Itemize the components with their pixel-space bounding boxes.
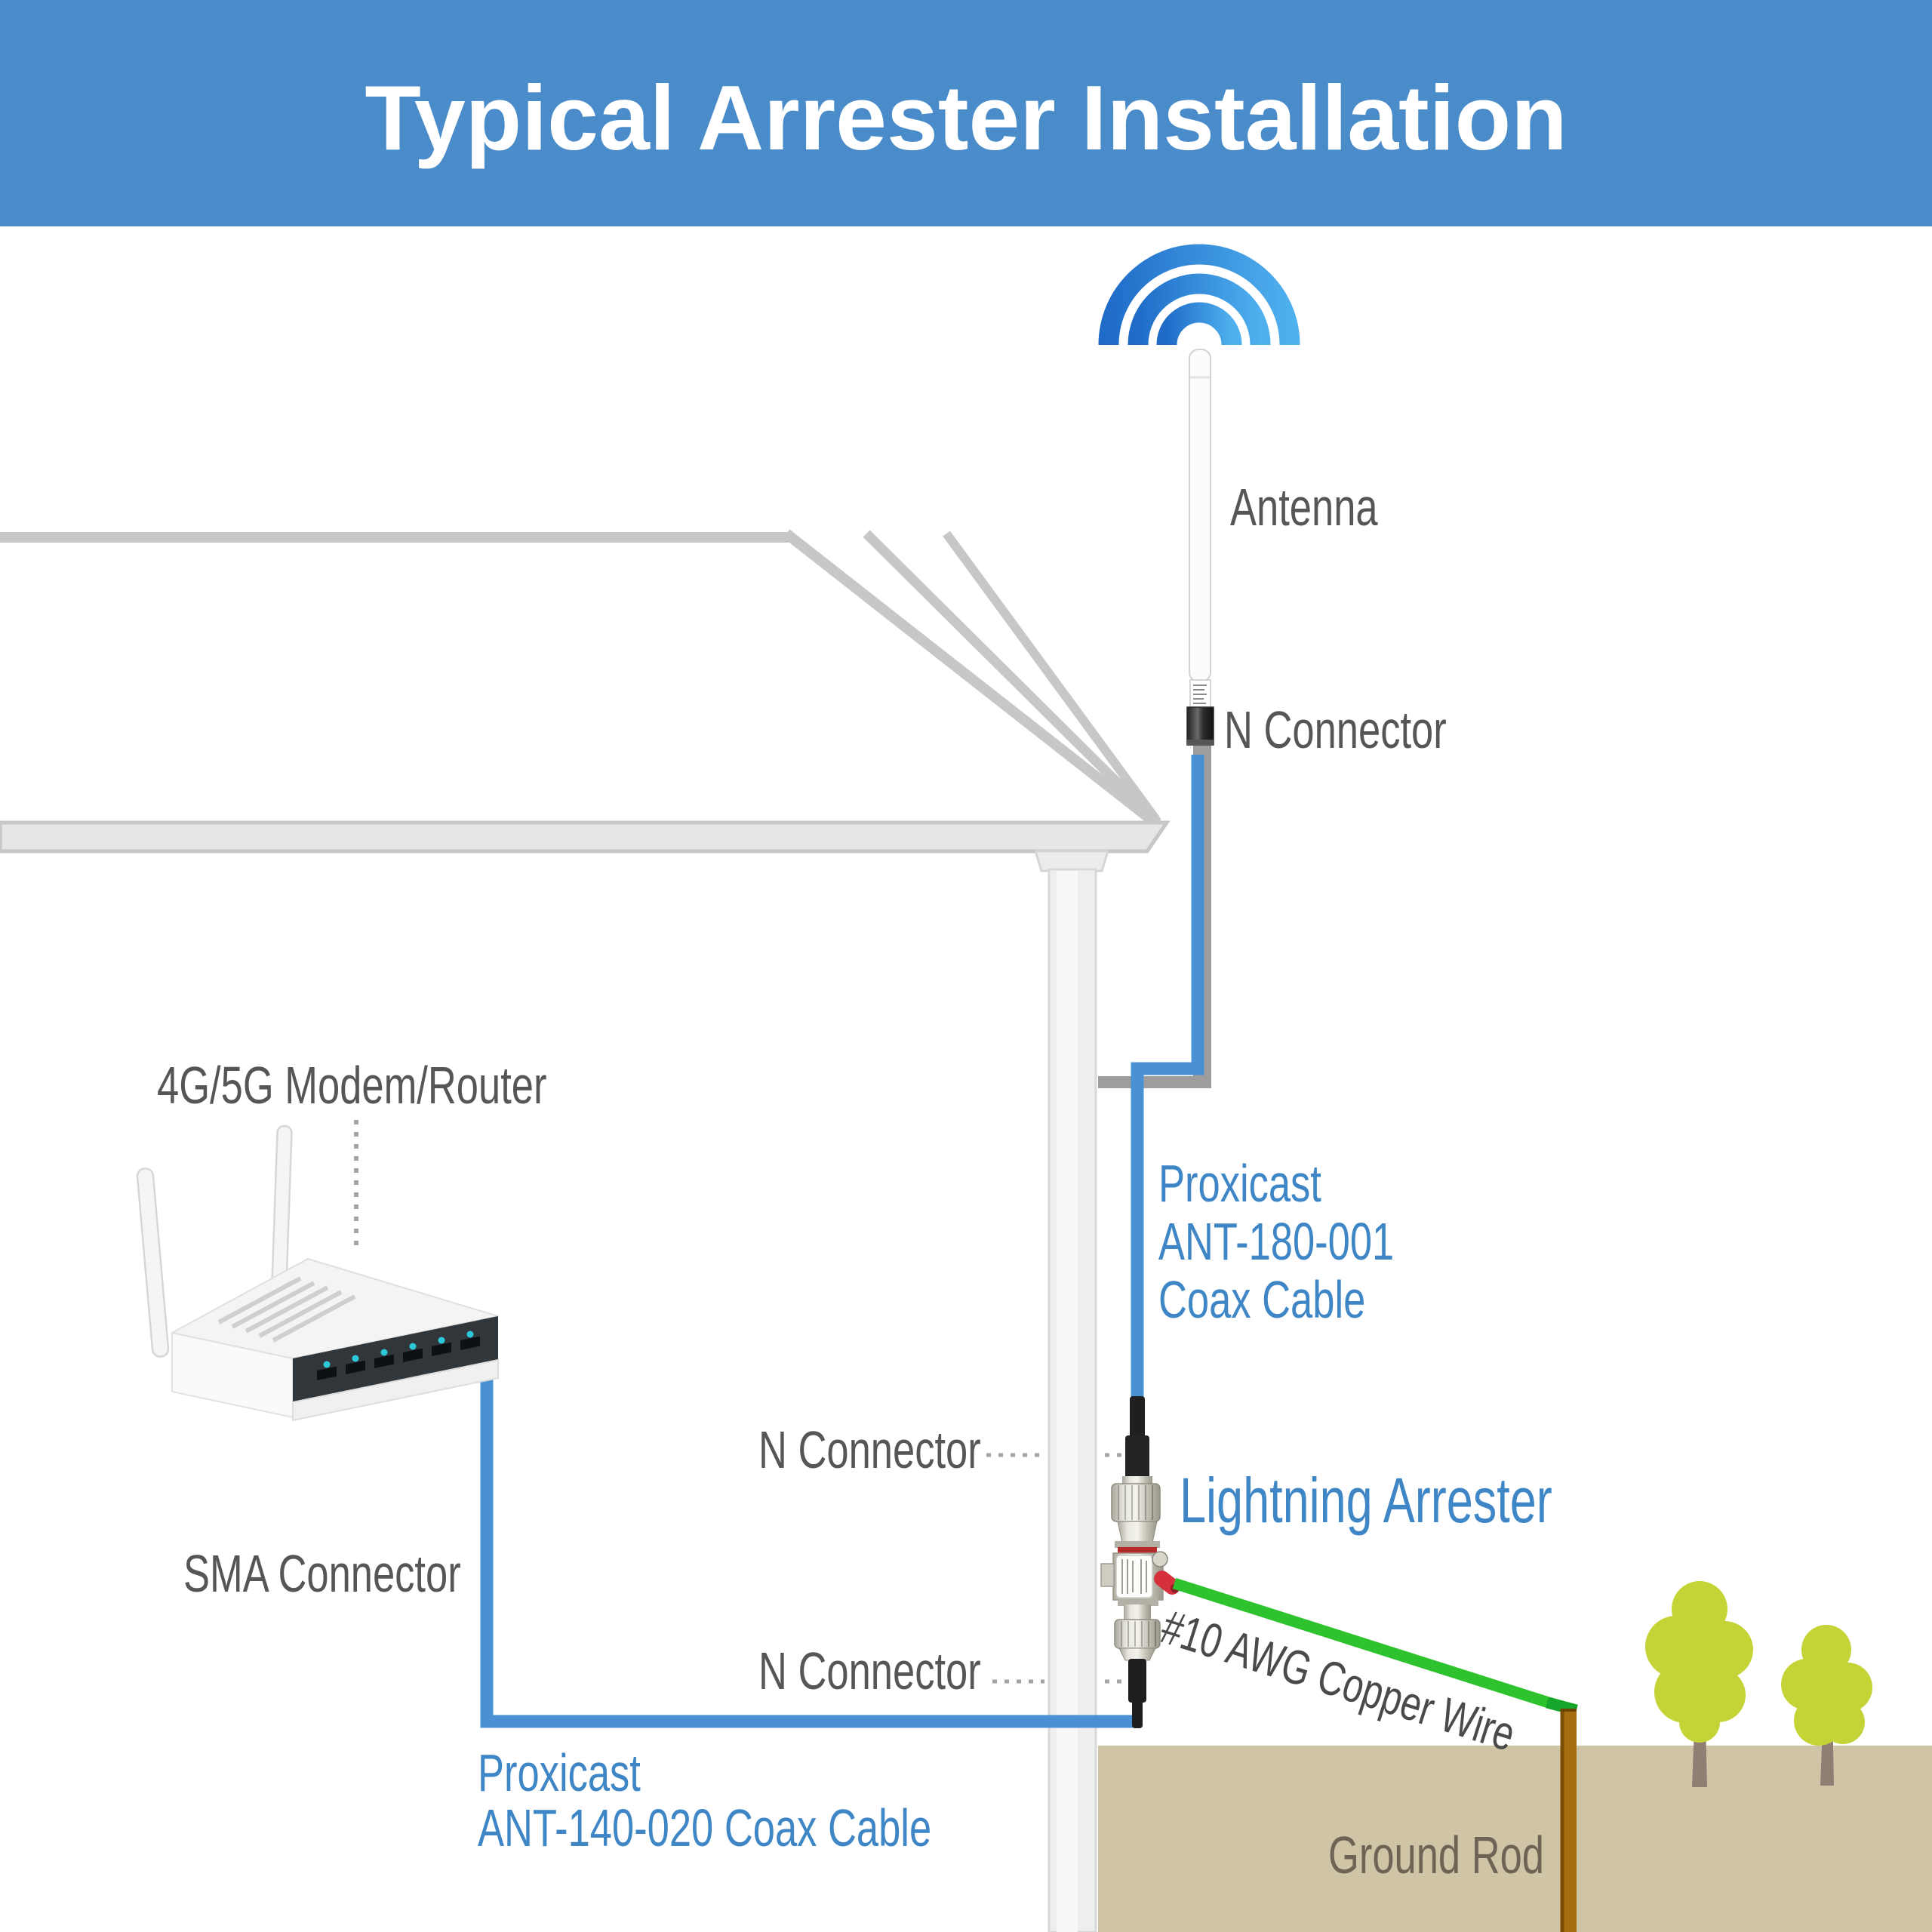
n-connector-antenna-label: N Connector <box>1224 700 1447 759</box>
router-vent-slats <box>217 1276 356 1343</box>
router-ports <box>317 1336 480 1381</box>
coax-cable-top-label: Proxicast ANT-180-001 Coax Cable <box>1158 1155 1394 1329</box>
arrester-ferrule-bottom <box>1124 1604 1151 1621</box>
tree-icon-small <box>1781 1625 1872 1786</box>
antenna-n-connector-ring <box>1187 740 1214 746</box>
coax-cable-bottom-label: Proxicast ANT-140-020 Coax Cable <box>478 1746 931 1856</box>
arrester-red-band <box>1118 1547 1157 1555</box>
arrester-ring-bottom <box>1118 1598 1158 1606</box>
arrester-ferrule-top <box>1122 1476 1152 1485</box>
house-outline <box>0 529 1164 832</box>
coax-cable-ant-180 <box>1131 755 1204 1401</box>
arrester-ground-hex-tab <box>1100 1563 1115 1587</box>
modem-label: 4G/5G Modem/Router <box>157 1056 547 1115</box>
arrester-bottom-boot-tip <box>1132 1698 1143 1728</box>
antenna-label: Antenna <box>1230 478 1378 537</box>
knurl-texture-top <box>1118 1485 1153 1520</box>
lightning-arrester-label: Lightning Arrester <box>1180 1465 1552 1536</box>
tree-icon <box>1645 1581 1753 1787</box>
antenna-n-connector <box>1186 706 1214 746</box>
wifi-icon <box>1098 244 1300 346</box>
antenna-spec-label-print <box>1193 685 1207 704</box>
roof-edge-line-2 <box>863 530 1161 826</box>
lightning-arrester-icon <box>1100 1396 1180 1728</box>
arrester-collar-bottom <box>1118 1647 1156 1661</box>
tree-foliage <box>1781 1625 1872 1746</box>
knurl-texture-bottom <box>1121 1621 1156 1647</box>
mast-wall-bracket <box>1098 1076 1211 1088</box>
coax-top-line1: Proxicast <box>1158 1154 1321 1213</box>
coax-top-line3: Coax Cable <box>1158 1270 1366 1329</box>
arrester-bottom-boot <box>1128 1659 1146 1703</box>
router-leds <box>323 1331 474 1368</box>
leader-lines <box>354 1120 1129 1684</box>
router-antenna-right <box>271 1124 293 1290</box>
router-bottom-lip <box>292 1358 499 1422</box>
ground-rod-icon <box>1560 1709 1577 1932</box>
house-wall-highlight <box>1057 871 1078 1932</box>
coax-bottom-line1: Proxicast <box>478 1743 641 1802</box>
header-banner: Typical Arrester Installation <box>0 0 1932 226</box>
tree-foliage <box>1645 1581 1753 1743</box>
wall-capital <box>1033 850 1110 872</box>
router-antenna-left <box>136 1168 170 1358</box>
ground-soil <box>1098 1746 1932 1932</box>
arrester-product-label <box>1115 1555 1153 1598</box>
arrester-collar-top <box>1117 1521 1158 1543</box>
roof-edge-line-3 <box>943 531 1160 823</box>
n-connector-lower-label: N Connector <box>758 1641 981 1700</box>
roof-fascia-band <box>0 820 1171 854</box>
omni-antenna-icon <box>1186 349 1214 746</box>
arrester-label-print <box>1121 1559 1147 1594</box>
roof-edge-line-1 <box>783 529 1164 832</box>
arrester-top-boot-wide <box>1125 1435 1149 1479</box>
router-icon <box>136 1124 499 1422</box>
coax-bottom-line2: ANT-140-020 Coax Cable <box>478 1798 932 1857</box>
ground-rod-label: Ground Rod <box>1328 1826 1545 1884</box>
arrester-flange-ring <box>1115 1541 1160 1548</box>
arrester-screw <box>1152 1551 1168 1567</box>
coax-top-line2: ANT-180-001 <box>1158 1212 1395 1271</box>
sma-connector-label: SMA Connector <box>183 1544 461 1603</box>
arrester-top-boot <box>1130 1396 1145 1441</box>
n-connector-upper-label: N Connector <box>758 1420 981 1479</box>
router-front-face <box>293 1316 498 1402</box>
page-title: Typical Arrester Installation <box>365 66 1567 169</box>
